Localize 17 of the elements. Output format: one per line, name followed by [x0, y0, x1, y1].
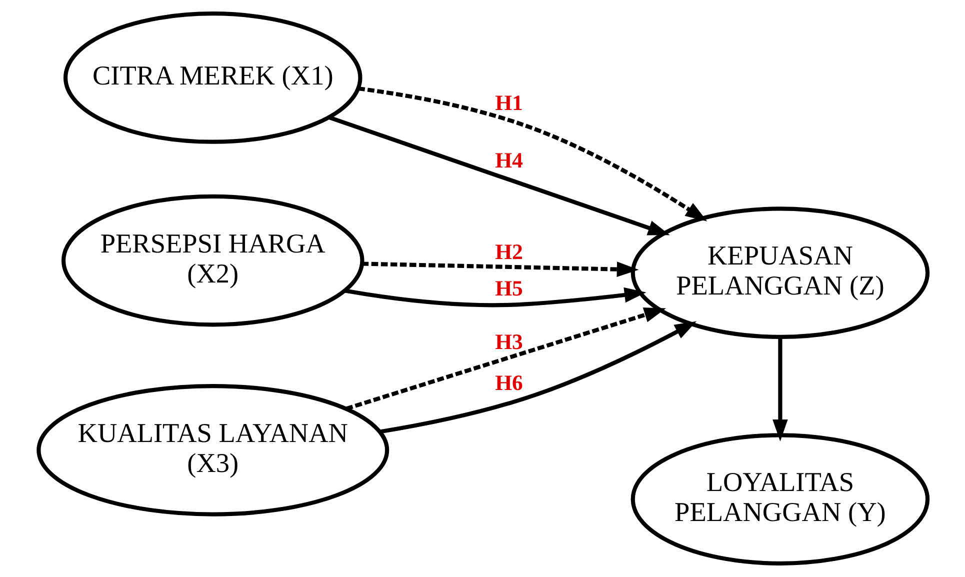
node-ellipse: KUALITAS LAYANAN (X3)	[36, 384, 389, 516]
arrow	[379, 321, 696, 434]
edge-label: H1	[494, 91, 522, 116]
edge-label: H4	[494, 148, 522, 172]
node-ellipse: CITRA MEREK (X1)	[62, 12, 362, 144]
arrow	[772, 338, 788, 442]
arrow	[357, 86, 707, 222]
arrow	[344, 287, 646, 308]
arrow	[328, 116, 670, 236]
node-ellipse: PERSEPSI HARGA (X2)	[60, 194, 364, 327]
edge-label: H6	[494, 370, 522, 395]
arrow	[345, 308, 666, 411]
edge-label: H3	[494, 330, 522, 354]
edge-label: H2	[494, 240, 522, 264]
node-ellipse: LOYALITAS PELANGGAN (Y)	[630, 433, 930, 566]
arrow	[361, 262, 638, 277]
edge-label: H5	[494, 276, 522, 301]
